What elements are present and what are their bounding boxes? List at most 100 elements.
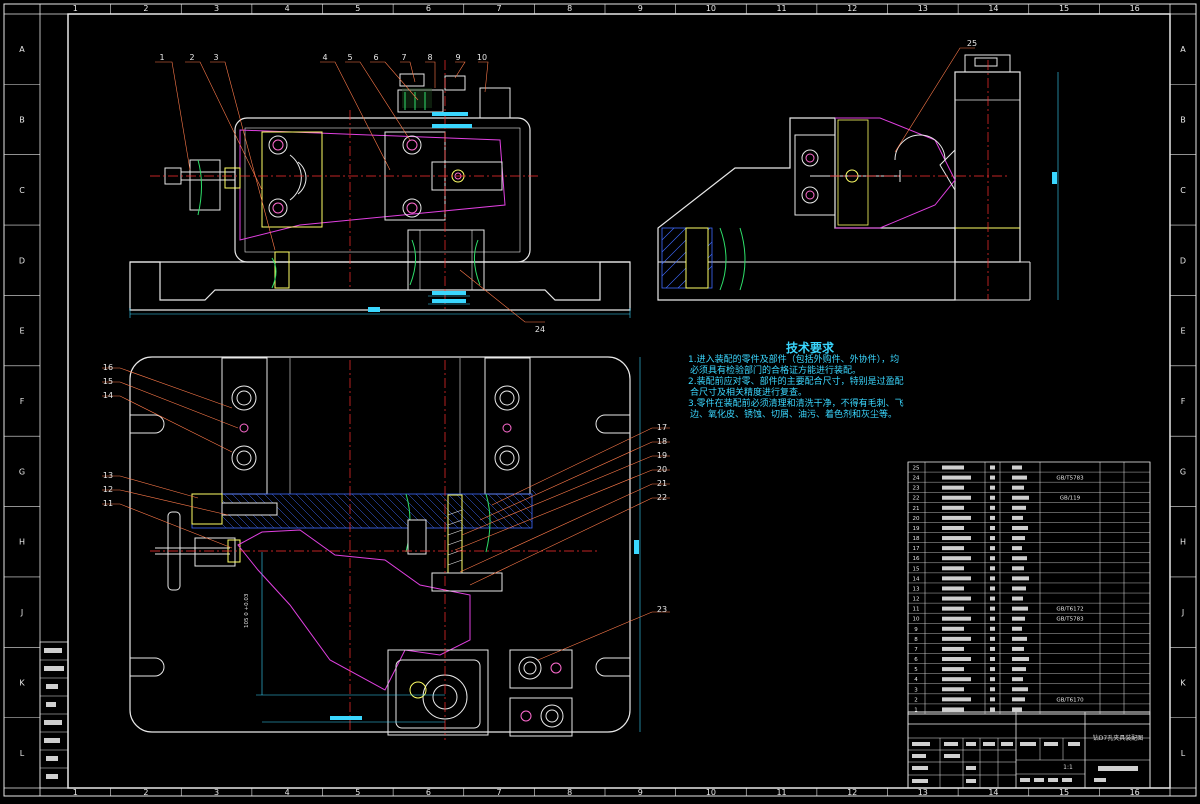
bom-name-cell [942,707,964,712]
bom-name-cell [942,667,964,672]
callout-label: 23 [657,605,667,614]
bom-row-number: 25 [913,466,920,472]
zone-row-left: D [19,256,25,265]
bom-qty-cell [990,697,995,702]
zone-col-top: 15 [1059,4,1069,13]
zone-row-right: A [1180,45,1186,54]
zone-col-top: 9 [638,4,643,13]
callout-label: 4 [322,53,327,62]
bom-standard-cell: GB/T5783 [1056,617,1084,623]
callout-label: 17 [657,423,667,432]
zone-col-bottom: 10 [706,788,716,797]
bom-material-cell [1012,667,1026,672]
bom-row-number: 9 [914,627,918,633]
bom-material-cell [1012,525,1028,530]
technical-requirement-line: 2.装配前应对零、部件的主要配合尺寸，特别是过盈配 [688,375,904,387]
bom-row-number: 8 [914,637,918,643]
zone-row-right: L [1181,749,1186,758]
callout-label: 12 [103,485,113,494]
bom-name-cell [942,586,964,591]
bom-name-cell [942,636,971,641]
scale-value: 1:1 [1063,764,1073,771]
bom-standard-cell: GB/T5783 [1056,476,1084,482]
bom-row-number: 12 [913,597,920,603]
technical-requirement-line: 必须具有检验部门的合格证方能进行装配。 [690,364,861,376]
bom-name-cell [942,525,964,530]
zone-row-left: J [20,608,23,617]
zone-col-top: 16 [1130,4,1140,13]
bom-name-cell [942,485,964,490]
bom-material-cell [1012,687,1028,692]
bom-qty-cell [990,596,995,601]
zone-col-top: 5 [355,4,360,13]
bom-qty-cell [990,566,995,571]
bom-material-cell [1012,485,1024,490]
callout-label: 2 [189,53,194,62]
bom-material-cell [1012,616,1025,621]
callout-label: 21 [657,479,667,488]
bom-row-number: 11 [913,607,920,613]
bom-row-number: 24 [913,476,920,482]
bom-row-number: 15 [913,566,920,572]
zone-col-top: 13 [918,4,928,13]
zone-col-bottom: 7 [497,788,502,797]
bom-material-cell [1012,636,1027,641]
bom-material-cell [1012,606,1028,611]
zone-row-left: K [19,678,25,687]
zone-row-left: E [19,327,24,336]
callout-label: 8 [427,53,432,62]
technical-requirement-line: 1.进入装配的零件及部件（包括外购件、外协件），均 [688,353,899,365]
bom-qty-cell [990,677,995,682]
bom-material-cell [1012,546,1022,551]
bom-row-number: 20 [913,516,920,522]
plan-vertical-dimension: 105 0 +0.03 [244,593,250,628]
zone-col-bottom: 15 [1059,788,1069,797]
bom-row-number: 6 [914,657,918,663]
bom-name-cell [942,515,971,520]
bom-material-cell [1012,505,1026,510]
bom-name-cell [942,606,964,611]
callout-label: 9 [455,53,460,62]
plan-view [102,356,670,740]
bom-name-cell [942,505,964,510]
callout-label: 19 [657,451,667,460]
bom-material-cell [1012,515,1023,520]
bom-material-cell [1012,536,1025,541]
bom-material-cell [1012,495,1029,500]
zone-col-bottom: 4 [285,788,290,797]
bom-name-cell [942,697,971,702]
bom-row-number: 16 [913,556,920,562]
zone-row-right: D [1180,256,1186,265]
zone-col-top: 8 [567,4,572,13]
callout-label: 15 [103,377,113,386]
bom-row-number: 22 [913,496,920,502]
zone-col-top: 12 [847,4,857,13]
bom-material-cell [1012,556,1027,561]
zone-col-top: 6 [426,4,431,13]
title-block: 钻D7孔夹具装配图 1:1 [907,711,1151,789]
bom-name-cell [942,556,971,561]
bom-qty-cell [990,546,995,551]
zone-col-top: 3 [214,4,219,13]
technical-requirement-line: 合尺寸及相关精度进行复查。 [690,386,807,398]
bom-material-cell [1012,707,1022,712]
zone-row-right: H [1180,538,1186,547]
bom-material-cell [1012,677,1023,682]
zone-col-bottom: 5 [355,788,360,797]
bom-name-cell [942,566,964,571]
bom-qty-cell [990,475,995,480]
zone-col-bottom: 6 [426,788,431,797]
bom-qty-cell [990,636,995,641]
bom-row-number: 3 [914,687,918,693]
side-view [657,47,1059,301]
callout-label: 25 [967,39,977,48]
bom-name-cell [942,687,964,692]
bom-name-cell [942,546,964,551]
zone-col-top: 4 [285,4,290,13]
side-view-callouts: 25 [967,39,977,48]
bom-name-cell [942,576,971,581]
bom-standard-cell: GB/T6170 [1056,697,1084,703]
bom-qty-cell [990,646,995,651]
